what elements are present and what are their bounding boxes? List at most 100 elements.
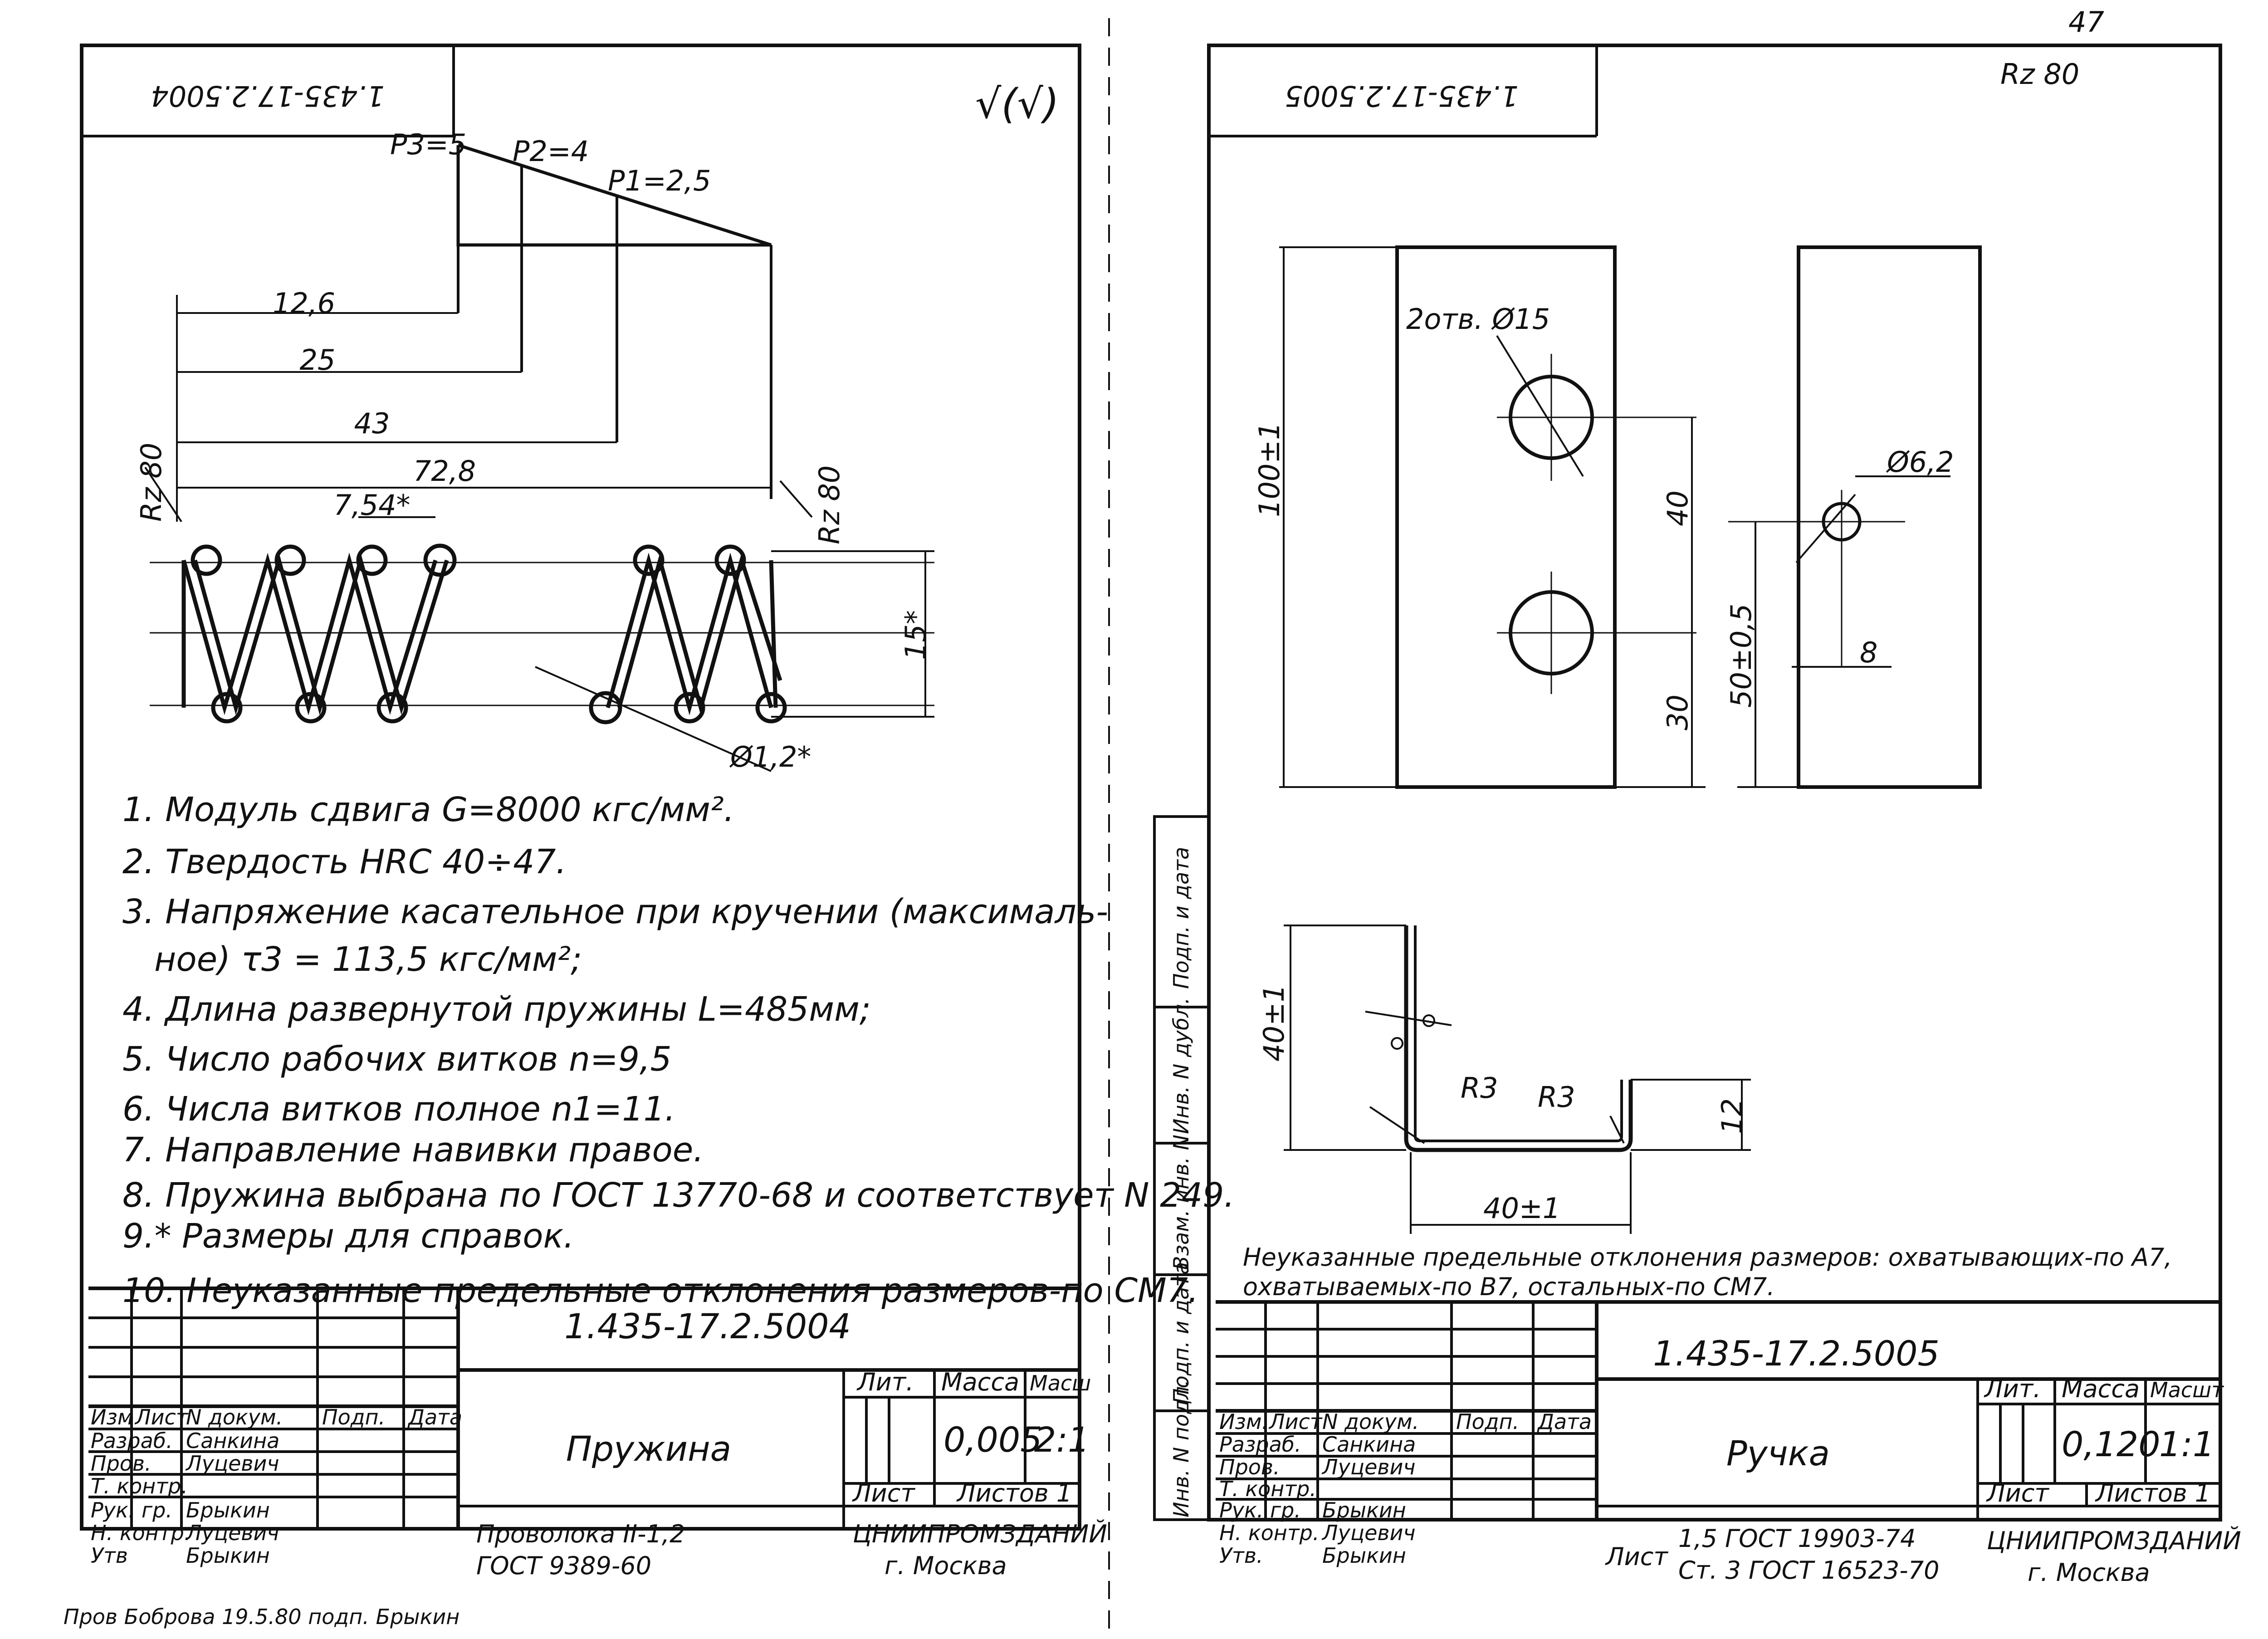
stamp-0: Подп. и дата <box>1169 847 1193 989</box>
dim-hole-offset: 8 <box>1860 636 1877 669</box>
right-org-1: ЦНИИПРОМЗДАНИЙ <box>1987 1526 2241 1555</box>
dim-length: 100±1 <box>1253 422 1286 517</box>
left-hdr-list: Лист <box>134 1405 189 1429</box>
right-sheet-label: Лист <box>1986 1479 2049 1507</box>
right-person-5: Брыкин <box>1322 1543 1406 1568</box>
left-org-1: ЦНИИПРОМЗДАНИЙ <box>853 1520 1107 1548</box>
left-material-2: ГОСТ 9389-60 <box>476 1551 651 1580</box>
right-role-3: Рук. гр. <box>1219 1498 1301 1522</box>
left-person-0: Санкина <box>186 1429 279 1453</box>
right-part-name: Ручка <box>1726 1433 1830 1473</box>
rz-right: Rz 80 <box>813 465 846 544</box>
left-roughness-symbol: √(√) <box>975 80 1059 128</box>
right-hdr-izm: Изм. <box>1219 1409 1268 1434</box>
left-sheets-label: Листов 1 <box>956 1479 1072 1507</box>
bent-profile: 40±1 R3 R3 12 40±1 <box>1257 925 1751 1234</box>
right-title-block: 1.435-17.2.5005 Ручка Лист 1,5 ГОСТ 1990… <box>1216 1300 2241 1587</box>
rz-left: Rz 80 <box>135 443 168 522</box>
note-4: 4. Длина развернутой пружины L=485мм; <box>122 990 871 1029</box>
note-10: 10. Неуказанные предельные отклонения ра… <box>122 1271 1198 1310</box>
right-col-scale: Масшт <box>2150 1378 2224 1402</box>
note-6: 6. Числа витков полное n1=11. <box>122 1090 675 1129</box>
left-role-5: Утв <box>91 1543 128 1568</box>
left-col-scale: Масш <box>1030 1371 1091 1395</box>
stamp-1: Инв. N дубл. <box>1169 998 1193 1134</box>
left-person-3: Брыкин <box>186 1498 270 1522</box>
right-hdr-sign: Подп. <box>1456 1409 1519 1434</box>
right-role-5: Утв. <box>1219 1543 1263 1568</box>
left-role-2: Т. контр. <box>91 1474 188 1498</box>
right-material-1: 1,5 ГОСТ 19903-74 <box>1678 1524 1916 1553</box>
dim-r-left: R3 <box>1461 1071 1498 1105</box>
note-5: 5. Число рабочих витков n=9,5 <box>122 1040 672 1079</box>
right-note-2: охватываемых-по В7, остальных-по СМ7. <box>1243 1272 1775 1301</box>
right-material-prefix: Лист <box>1605 1542 1668 1571</box>
right-role-2: Т. контр. <box>1219 1477 1316 1501</box>
dim-holes: 2отв. Ø15 <box>1406 303 1550 336</box>
right-person-4: Луцевич <box>1321 1521 1416 1545</box>
left-part-name: Пружина <box>566 1429 732 1469</box>
right-note-1: Неуказанные предельные отклонения размер… <box>1243 1243 2172 1272</box>
dim-hole-small: Ø6,2 <box>1886 445 1954 479</box>
dim-wire: Ø1,2* <box>729 740 811 773</box>
right-role-4: Н. контр. <box>1219 1521 1319 1545</box>
right-col-mass: Масса <box>2062 1375 2140 1403</box>
right-hdr-doc: N докум. <box>1322 1409 1419 1434</box>
left-person-1: Луцевич <box>185 1451 279 1476</box>
right-org-2: г. Москва <box>2028 1558 2150 1587</box>
note-8: 8. Пружина выбрана по ГОСТ 13770-68 и со… <box>122 1176 1235 1215</box>
right-col-lit: Лит. <box>1984 1375 2041 1403</box>
dim-12-6: 12,6 <box>273 287 335 320</box>
left-org-2: г. Москва <box>885 1551 1007 1580</box>
right-frame <box>1207 44 2222 1522</box>
right-person-0: Санкина <box>1322 1432 1416 1457</box>
left-hdr-sign: Подп. <box>322 1405 385 1429</box>
left-title-block: 1.435-17.2.5004 Пружина Проволока II-1,2… <box>88 1287 1107 1580</box>
left-sheet: 1.435-17.2.5004 √(√) P3=5 P2=4 P1=2,5 <box>64 44 1235 1629</box>
right-person-3: Брыкин <box>1322 1498 1406 1522</box>
left-hdr-doc: N докум. <box>186 1405 283 1429</box>
dim-bend-height: 40±1 <box>1257 984 1290 1062</box>
note-1: 1. Модуль сдвига G=8000 кгс/мм². <box>122 790 734 829</box>
right-side-stamp: Подп. и дата Инв. N дубл. Взам. инв. N П… <box>1153 815 1210 1521</box>
left-person-4: Луцевич <box>185 1521 279 1545</box>
right-scale: 1:1 <box>2159 1424 2214 1464</box>
note-9: 9.* Размеры для справок. <box>122 1217 574 1256</box>
right-person-1: Луцевич <box>1321 1455 1416 1479</box>
left-role-4: Н. контр. <box>91 1521 191 1545</box>
dim-25: 25 <box>300 343 336 377</box>
left-designation: 1.435-17.2.5004 <box>564 1306 851 1346</box>
left-notes: 1. Модуль сдвига G=8000 кгс/мм². 2. Твер… <box>122 790 1235 1310</box>
dim-lip: 12 <box>1716 1098 1749 1134</box>
dim-base: 40±1 <box>1483 1192 1560 1225</box>
right-role-1: Пров. <box>1219 1455 1280 1479</box>
right-designation: 1.435-17.2.5005 <box>1653 1333 1940 1374</box>
dim-72-8: 72,8 <box>413 455 476 488</box>
left-code-rotated: 1.435-17.2.5004 <box>151 79 384 113</box>
left-footer-note: Пров Боброва 19.5.80 подп. Брыкин <box>64 1605 459 1629</box>
right-hdr-list: Лист <box>1268 1409 1323 1434</box>
right-sheet: 1.435-17.2.5005 Rz 80 47 2отв. Ø15 100±1… <box>1153 5 2241 1587</box>
note-3-cont: ное) τ3 = 113,5 кгс/мм²; <box>154 940 582 979</box>
left-role-1: Пров. <box>91 1451 152 1476</box>
force-diagram: P3=5 P2=4 P1=2,5 <box>390 128 772 499</box>
left-hdr-date: Дата <box>407 1405 462 1429</box>
force-p3: P3=5 <box>390 128 466 161</box>
dim-spacing: 40 <box>1661 490 1694 526</box>
note-2: 2. Твердость HRC 40÷47. <box>122 842 567 881</box>
left-person-5: Брыкин <box>186 1543 270 1568</box>
right-mass: 0,120 <box>2062 1424 2160 1464</box>
plate-side-view: Ø6,2 50±0,5 8 <box>1725 245 1982 789</box>
dim-edge: 30 <box>1661 695 1694 730</box>
note-3: 3. Напряжение касательное при кручении (… <box>122 892 1108 931</box>
dim-43: 43 <box>354 407 390 440</box>
force-p1: P1=2,5 <box>608 164 711 197</box>
spring-dimensions: 12,6 25 43 72,8 7,54* 15* Ø1,2* Rz 80 Rz… <box>135 287 934 773</box>
dim-pitch: 7,54* <box>333 489 410 522</box>
dim-r-right: R3 <box>1538 1081 1575 1114</box>
right-material-2: Ст. 3 ГОСТ 16523-70 <box>1678 1556 1939 1585</box>
right-roughness: Rz 80 <box>2000 58 2079 91</box>
left-col-mass: Масса <box>941 1368 1019 1396</box>
right-corner-mark: 47 <box>2068 5 2104 39</box>
